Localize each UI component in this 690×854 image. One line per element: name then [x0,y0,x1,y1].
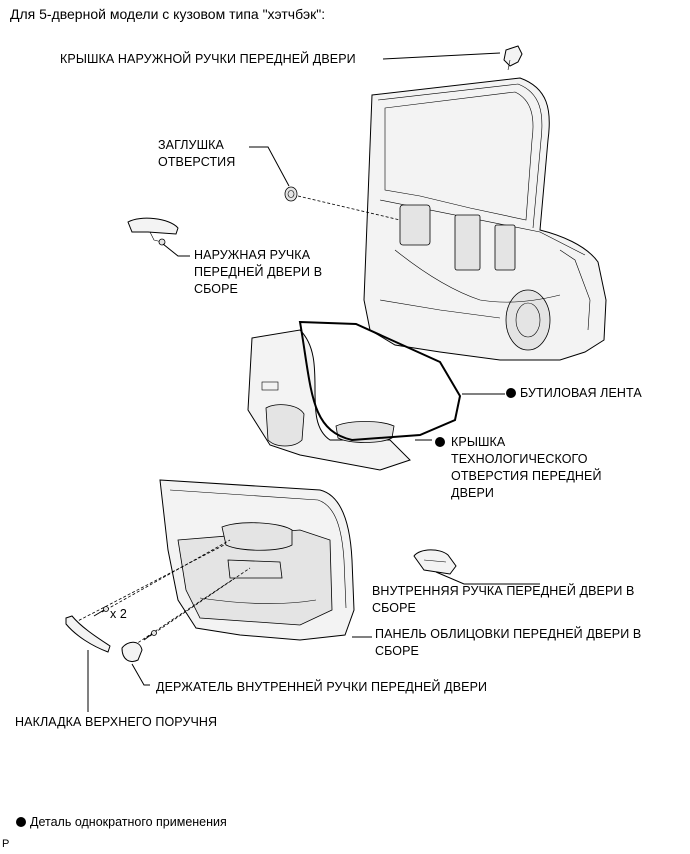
screw-upper [93,606,109,617]
dash-hole-plug [297,195,401,221]
hole-plug-part [284,186,298,202]
single-use-marker-icon [16,817,26,827]
label-armrest-cover: НАКЛАДКА ВЕРХНЕГО ПОРУЧНЯ [15,715,218,729]
page-title: Для 5-дверной модели с кузовом типа "хэт… [10,6,326,22]
single-use-marker-icon [435,437,445,447]
screw-lower [143,630,157,641]
label-outer-handle-assy: НАРУЖНАЯ РУЧКА ПЕРЕДНЕЙ ДВЕРИ В СБОРЕ [194,248,323,296]
label-inner-handle-assy: ВНУТРЕННЯЯ РУЧКА ПЕРЕДНЕЙ ДВЕРИ В СБОРЕ [372,584,635,615]
legend-single-use: Деталь однократного применения [16,815,227,829]
single-use-marker-icon [506,388,516,398]
label-hole-plug: ЗАГЛУШКА ОТВЕРСТИЯ [158,138,236,169]
leader-hole-plug [249,146,290,187]
figure-code: P [2,838,10,850]
door-frame [363,77,607,361]
service-hole-cover-part [247,329,411,471]
label-outer-handle-cover: КРЫШКА НАРУЖНОЙ РУЧКИ ПЕРЕДНЕЙ ДВЕРИ [60,52,356,66]
butyl-tape-part [298,320,462,442]
leader-outer-handle-assy [162,243,190,257]
label-service-hole-cover: КРЫШКА ТЕХНОЛОГИЧЕСКОГО ОТВЕРСТИЯ ПЕРЕДН… [435,434,602,502]
trim-panel-part [159,479,355,641]
label-trim-panel-assy: ПАНЕЛЬ ОБЛИЦОВКИ ПЕРЕДНЕЙ ДВЕРИ В СБОРЕ [375,627,642,658]
leader-inner-handle-assy [435,571,540,585]
dash-bezel [129,579,233,649]
dash-armrest [69,543,227,626]
armrest-cover-part [65,615,111,653]
outer-handle-assy-part [127,217,179,246]
outer-handle-cover-part [503,45,523,71]
label-butyl-tape: БУТИЛОВАЯ ЛЕНТА [506,385,642,402]
leader-outer-handle-cover [382,52,501,60]
inner-handle-assy-part [413,549,457,575]
dash-screw-upper [101,539,231,613]
label-screw-qty: x 2 [110,607,127,621]
inner-handle-bezel-part [121,641,143,662]
label-inner-handle-bezel: ДЕРЖАТЕЛЬ ВНУТРЕННЕЙ РУЧКИ ПЕРЕДНЕЙ ДВЕР… [156,680,488,694]
dash-screw-lower [149,567,251,637]
leader-inner-handle-bezel [131,663,150,686]
